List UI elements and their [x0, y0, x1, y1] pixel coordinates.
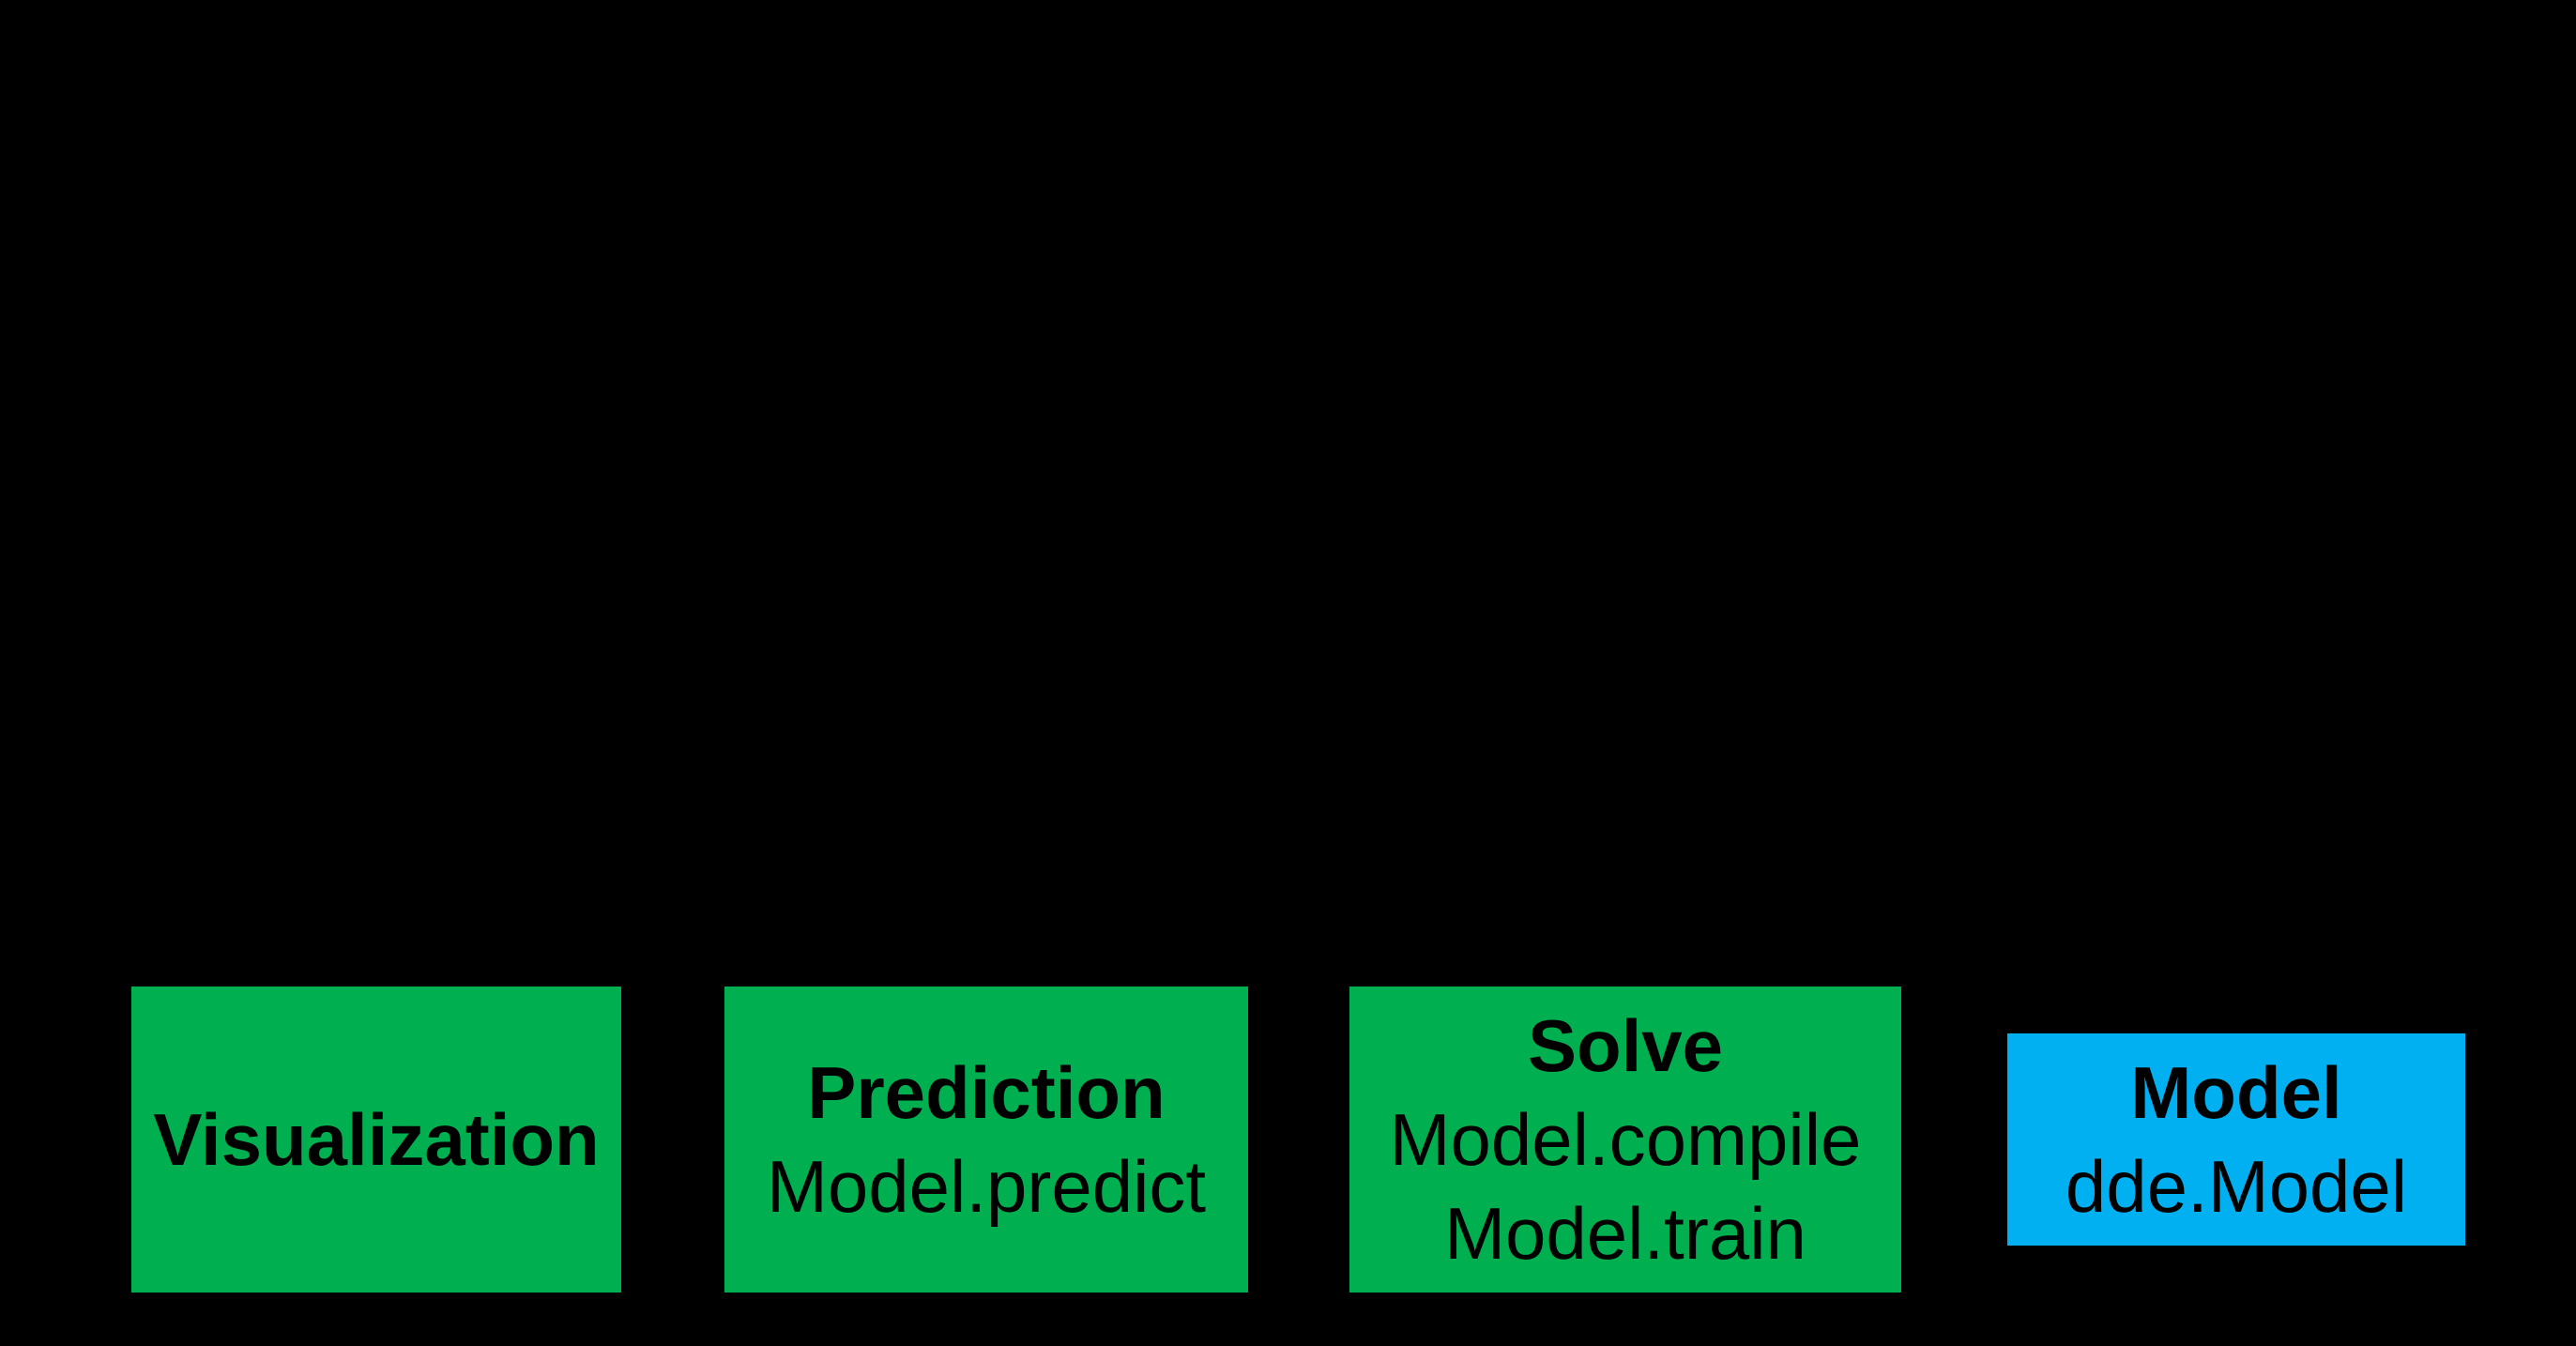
- solve-box: Solve Model.compile Model.train: [1349, 987, 1901, 1292]
- model-box-title: Model: [2130, 1051, 2342, 1134]
- model-box: Model dde.Model: [2007, 1033, 2465, 1246]
- model-box-code-line: dde.Model: [2065, 1145, 2408, 1228]
- prediction-box-code-line: Model.predict: [766, 1145, 1207, 1228]
- solve-box-code-line-train: Model.train: [1444, 1192, 1806, 1275]
- solve-box-title: Solve: [1527, 1004, 1724, 1087]
- visualization-box: Visualization: [131, 987, 621, 1292]
- prediction-box-title: Prediction: [807, 1051, 1166, 1134]
- visualization-box-title: Visualization: [153, 1098, 600, 1181]
- solve-box-code-line-compile: Model.compile: [1389, 1098, 1862, 1181]
- prediction-box: Prediction Model.predict: [724, 987, 1248, 1292]
